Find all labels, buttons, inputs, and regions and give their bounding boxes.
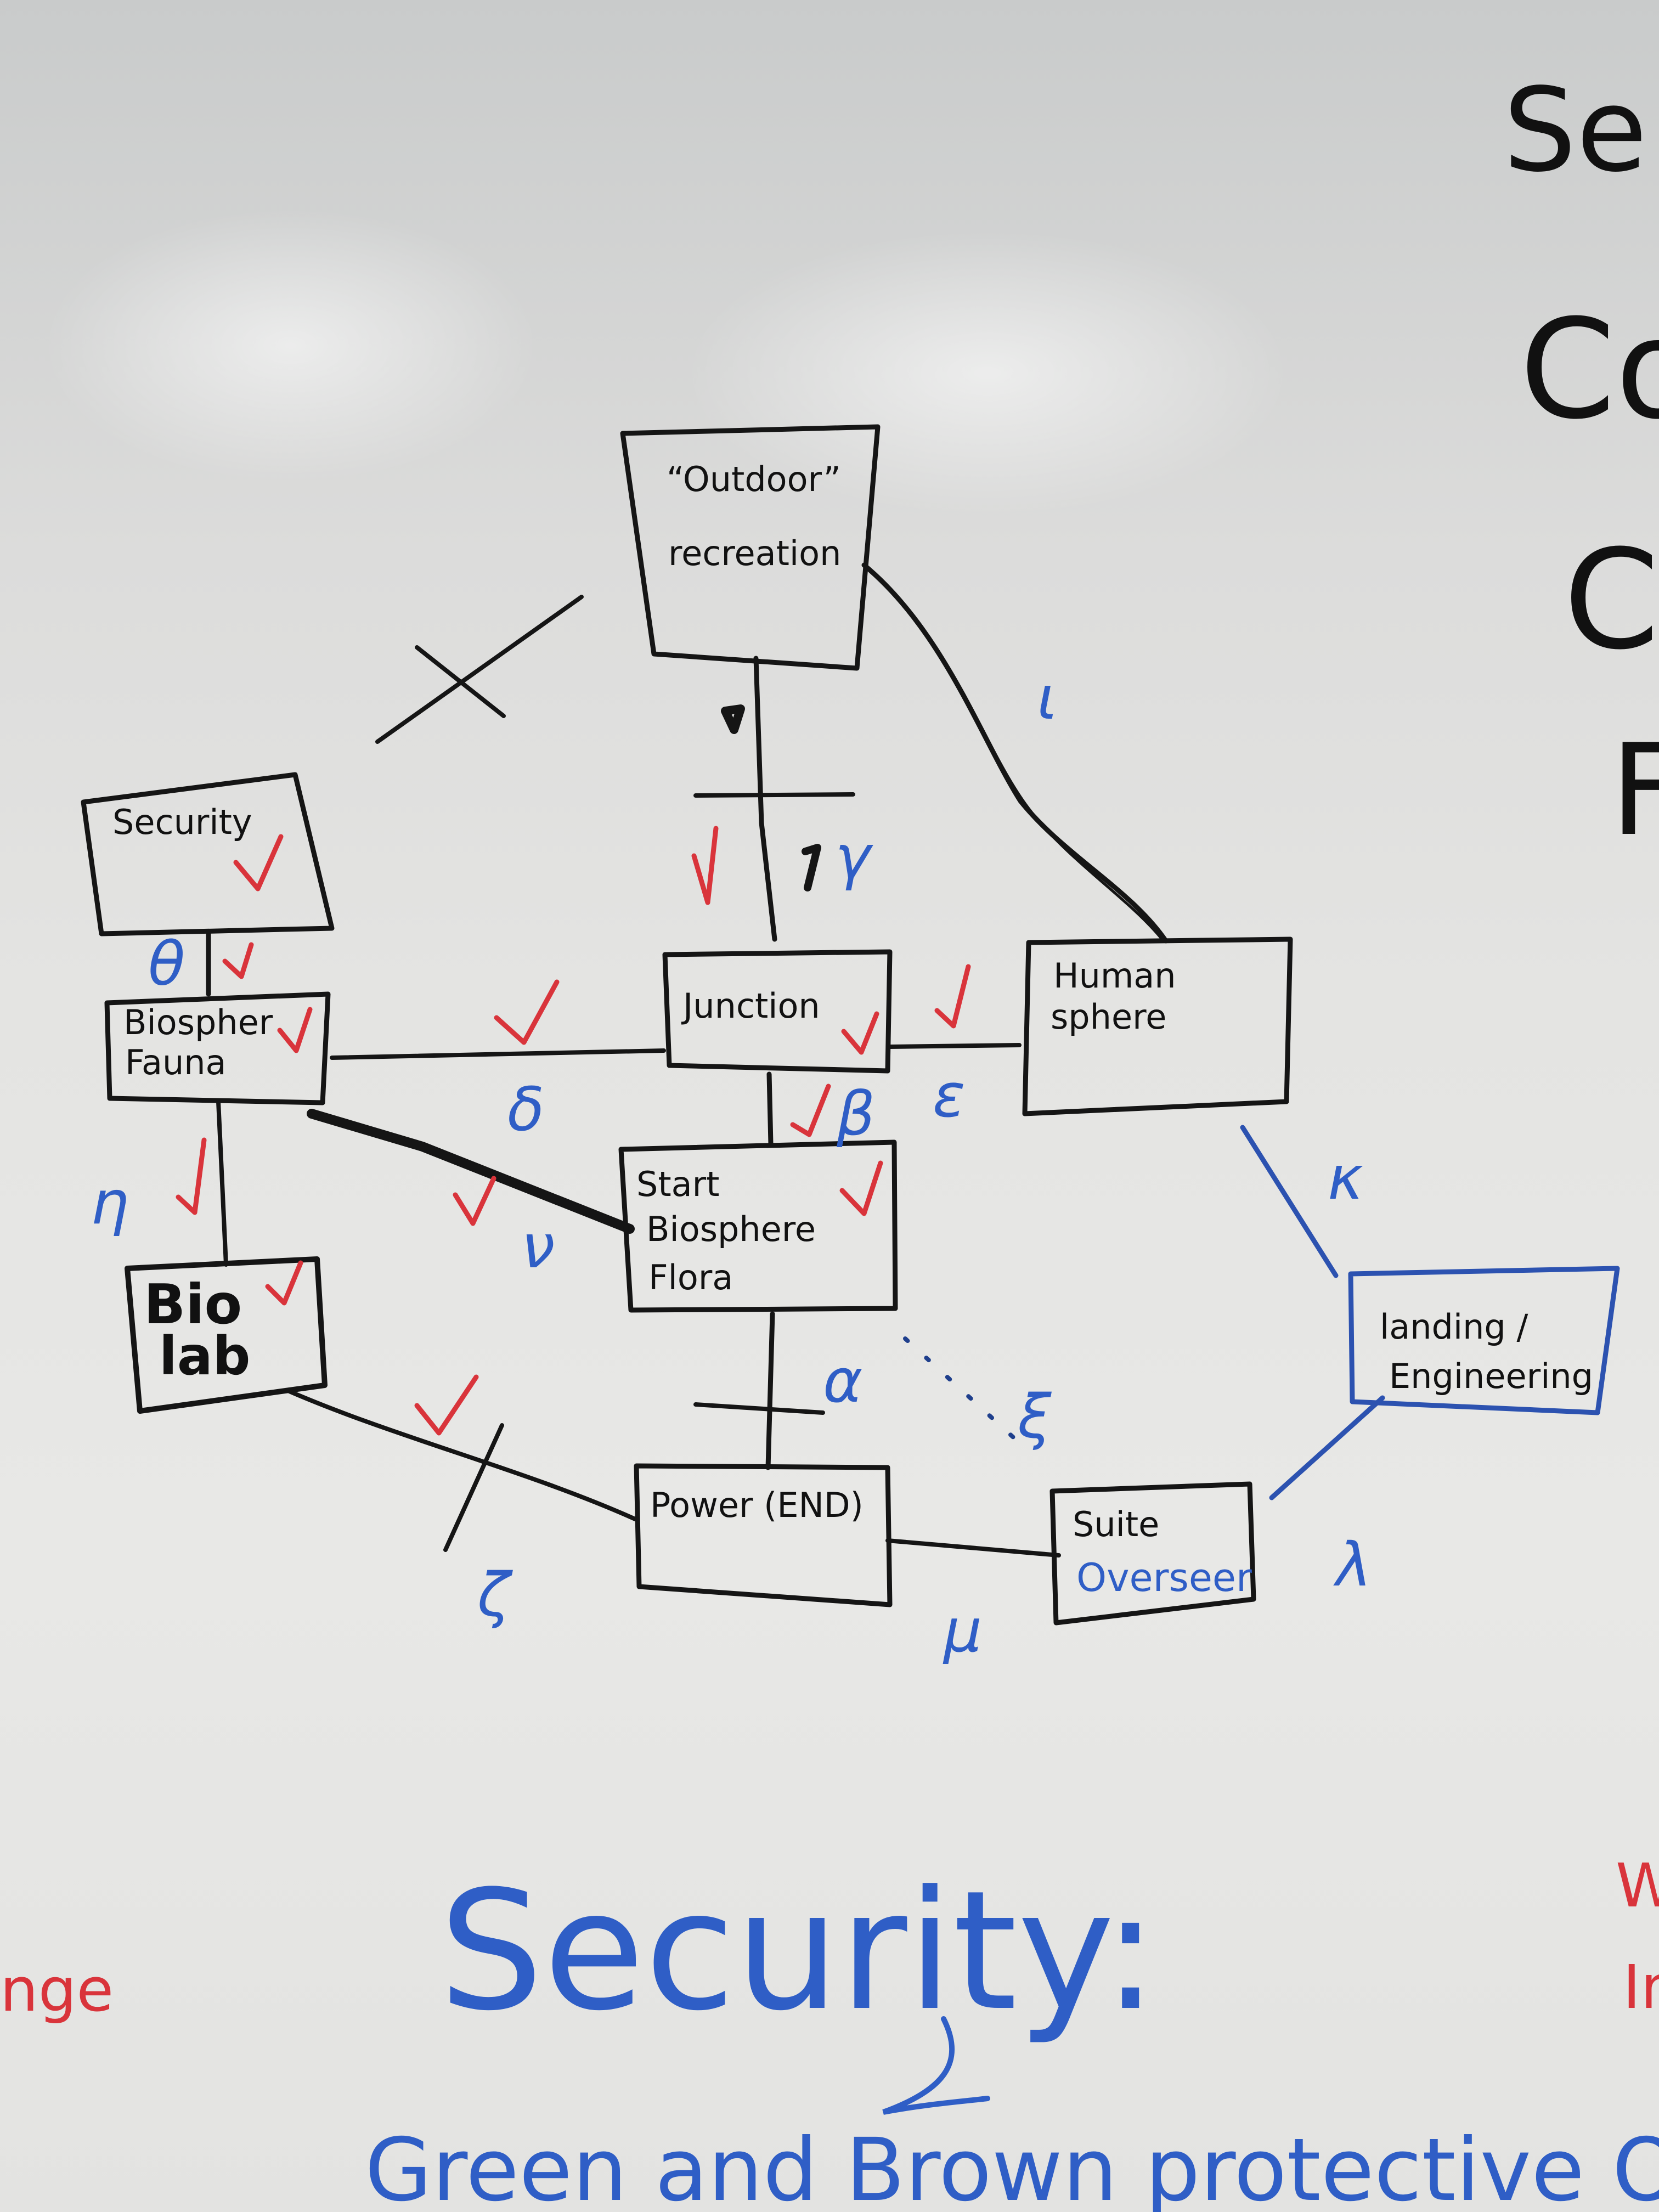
flora-label: Biosphere bbox=[646, 1209, 816, 1249]
right-edge-red-text: W bbox=[1616, 1850, 1659, 1921]
edge-label-lambda: λ bbox=[1333, 1530, 1372, 1600]
right-edge-word: F bbox=[1610, 718, 1659, 864]
edge-label-eta: η bbox=[91, 1167, 129, 1238]
check-mark bbox=[839, 1160, 883, 1216]
edge-junction-flora bbox=[766, 1071, 774, 1147]
edge-label-epsilon: ε bbox=[933, 1060, 965, 1131]
bio-lab-label: Bio bbox=[144, 1272, 242, 1336]
edge-outdoor-junction bbox=[753, 656, 777, 942]
node-outdoor-recreation: “Outdoor” recreation bbox=[620, 424, 881, 671]
edge-flora-suite-dotted bbox=[903, 1336, 1034, 1456]
node-junction: Junction bbox=[662, 949, 893, 1074]
human-sphere-label: Human bbox=[1053, 956, 1176, 996]
right-edge-word: C bbox=[1564, 520, 1659, 680]
edge-fauna-flora bbox=[307, 1109, 635, 1234]
suite-label: Overseer bbox=[1076, 1555, 1252, 1600]
right-edge-word: Se bbox=[1503, 63, 1647, 198]
check-mark bbox=[691, 826, 719, 905]
edge-fauna-biolab bbox=[216, 1099, 228, 1267]
edge-label-zeta: ζ bbox=[477, 1560, 513, 1630]
outdoor-label: recreation bbox=[668, 533, 841, 573]
landing-label: landing / bbox=[1380, 1307, 1528, 1347]
edge-junction-human bbox=[888, 1043, 1022, 1049]
node-start-biosphere-flora: Start Biosphere Flora bbox=[618, 1139, 898, 1313]
landing-label: Engineering bbox=[1389, 1356, 1593, 1396]
edge-outdoor-human-double bbox=[871, 572, 1164, 941]
fauna-label: Fauna bbox=[125, 1042, 227, 1082]
board-glare bbox=[44, 208, 538, 483]
security-box-label: Security bbox=[112, 802, 252, 842]
left-edge-red-text: nge bbox=[0, 1955, 114, 2025]
node-power-end: Power (END) bbox=[634, 1463, 893, 1607]
cross-out-mark bbox=[415, 645, 506, 718]
node-suite-overseer: Suite Overseer bbox=[1049, 1481, 1256, 1626]
edge-label-kappa: κ bbox=[1328, 1143, 1363, 1213]
security-heading: Security: bbox=[439, 1855, 1158, 2047]
edge-flora-power bbox=[765, 1311, 775, 1470]
right-edge-notes: Se Co C F bbox=[1503, 63, 1659, 864]
check-mark bbox=[790, 1084, 831, 1137]
node-biosphere-fauna: Biospher Fauna bbox=[104, 991, 331, 1105]
node-human-sphere: Human sphere bbox=[1022, 936, 1293, 1116]
edge-label-beta: β bbox=[836, 1079, 875, 1149]
bottom-notes: Security: Green and Brown protective Ove… bbox=[0, 1850, 1659, 2212]
check-mark bbox=[841, 1011, 879, 1055]
bottom-line: Green and Brown protective Overall's bbox=[365, 2120, 1659, 2212]
edge-label-xi: ξ bbox=[1017, 1381, 1052, 1452]
node-bio-lab: Bio lab bbox=[125, 1256, 328, 1414]
bio-lab-label: lab bbox=[159, 1325, 250, 1387]
edge-landing-suite bbox=[1269, 1395, 1385, 1500]
edge-labels: γ ι θ δ β ε η ν α ξ κ λ ζ μ bbox=[91, 663, 1372, 1666]
edge-label-delta: δ bbox=[507, 1074, 544, 1144]
check-mark bbox=[494, 979, 560, 1045]
check-mark bbox=[222, 942, 254, 979]
edge-outdoor-human bbox=[861, 562, 1169, 944]
edge-arrow-mark bbox=[721, 704, 745, 734]
edge-human-landing bbox=[1240, 1125, 1339, 1278]
red-check-marks bbox=[176, 826, 971, 1436]
right-edge-word: Co bbox=[1520, 290, 1659, 449]
edge-fauna-junction bbox=[330, 1048, 666, 1060]
check-mark bbox=[265, 1260, 303, 1306]
right-edge-red-text: In bbox=[1623, 1952, 1659, 2022]
edge-label-nu: ν bbox=[521, 1211, 555, 1282]
power-label: Power (END) bbox=[650, 1485, 864, 1525]
human-sphere-label: sphere bbox=[1051, 997, 1166, 1037]
check-mark bbox=[176, 1137, 207, 1215]
edge-power-suite bbox=[885, 1538, 1061, 1558]
node-landing-engineering: landing / Engineering bbox=[1348, 1266, 1620, 1415]
fauna-label: Biospher bbox=[123, 1002, 273, 1042]
edge-cut-mark bbox=[443, 1423, 504, 1552]
check-mark bbox=[233, 834, 284, 891]
flora-label: Flora bbox=[648, 1257, 733, 1297]
outdoor-label: “Outdoor” bbox=[667, 459, 841, 499]
check-mark bbox=[414, 1374, 479, 1436]
edge-label-theta: θ bbox=[148, 929, 185, 999]
edge-label-gamma: γ bbox=[835, 822, 873, 892]
edge-label-mu: μ bbox=[943, 1595, 982, 1666]
board-glare bbox=[686, 230, 1289, 516]
check-mark bbox=[277, 1007, 313, 1053]
junction-label: Junction bbox=[681, 986, 820, 1026]
edge-crossbar bbox=[693, 1402, 825, 1415]
edge-crossbar bbox=[693, 792, 855, 798]
suite-label: Suite bbox=[1073, 1504, 1159, 1544]
edge-arrow-mark bbox=[802, 844, 821, 891]
edge-label-iota: ι bbox=[1037, 663, 1057, 733]
connector-lines bbox=[206, 562, 1385, 1558]
flora-label: Start bbox=[636, 1164, 719, 1204]
check-mark bbox=[934, 964, 971, 1029]
crossed-edge bbox=[375, 595, 584, 744]
heading-flourish bbox=[882, 2016, 990, 2115]
edge-biolab-power bbox=[286, 1389, 639, 1522]
node-security: Security bbox=[81, 772, 335, 936]
edge-label-alpha: α bbox=[823, 1346, 863, 1416]
check-mark bbox=[453, 1176, 496, 1226]
